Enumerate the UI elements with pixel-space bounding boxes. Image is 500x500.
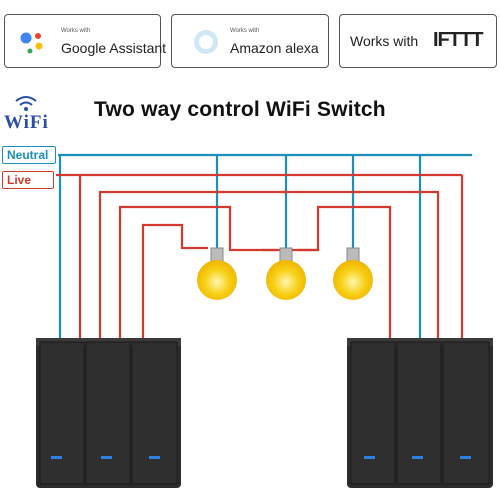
switch-gang-1[interactable]: [39, 341, 85, 485]
wifi-icon: [15, 96, 37, 111]
neutral-wires: [58, 153, 472, 340]
works-with-label: Works with: [230, 28, 260, 34]
light-bulb-2: [266, 247, 306, 300]
indicator-led: [149, 456, 160, 459]
google-assistant-icon: [20, 32, 43, 54]
switch-gang-1[interactable]: [350, 341, 396, 485]
light-bulb-icon: [266, 260, 306, 300]
live-label: Live: [2, 171, 54, 189]
light-bulb-icon: [333, 260, 373, 300]
ifttt-badge: Works with IFTTT: [339, 14, 497, 68]
light-bulb-3: [333, 247, 373, 300]
indicator-led: [364, 456, 375, 459]
switch-gang-3[interactable]: [131, 341, 178, 485]
google-assistant-label: Google Assistant: [61, 40, 167, 56]
wifi-logo-text: WiFi: [4, 112, 49, 133]
google-assistant-badge: Works with Google Assistant: [4, 14, 166, 68]
indicator-led: [51, 456, 62, 459]
indicator-led: [460, 456, 471, 459]
indicator-led: [412, 456, 423, 459]
works-with-label: Works with: [350, 33, 419, 49]
amazon-alexa-label: Amazon alexa: [230, 40, 319, 56]
light-bulb-icon: [197, 260, 237, 300]
alexa-icon: [194, 30, 218, 54]
live-wires: [56, 173, 464, 340]
works-with-label: Works with: [61, 28, 91, 34]
diagram-title: Two way control WiFi Switch: [94, 98, 386, 121]
ifttt-logo: IFTTT: [433, 29, 483, 51]
amazon-alexa-badge: Works with Amazon alexa: [171, 14, 329, 68]
left-wifi-switch: [36, 338, 181, 488]
switch-gang-2[interactable]: [85, 341, 131, 485]
right-wifi-switch: [347, 338, 493, 488]
switch-gang-3[interactable]: [442, 341, 490, 485]
neutral-label: Neutral: [2, 146, 56, 164]
switch-gang-2[interactable]: [396, 341, 442, 485]
indicator-led: [101, 456, 112, 459]
light-bulb-1: [197, 247, 237, 300]
